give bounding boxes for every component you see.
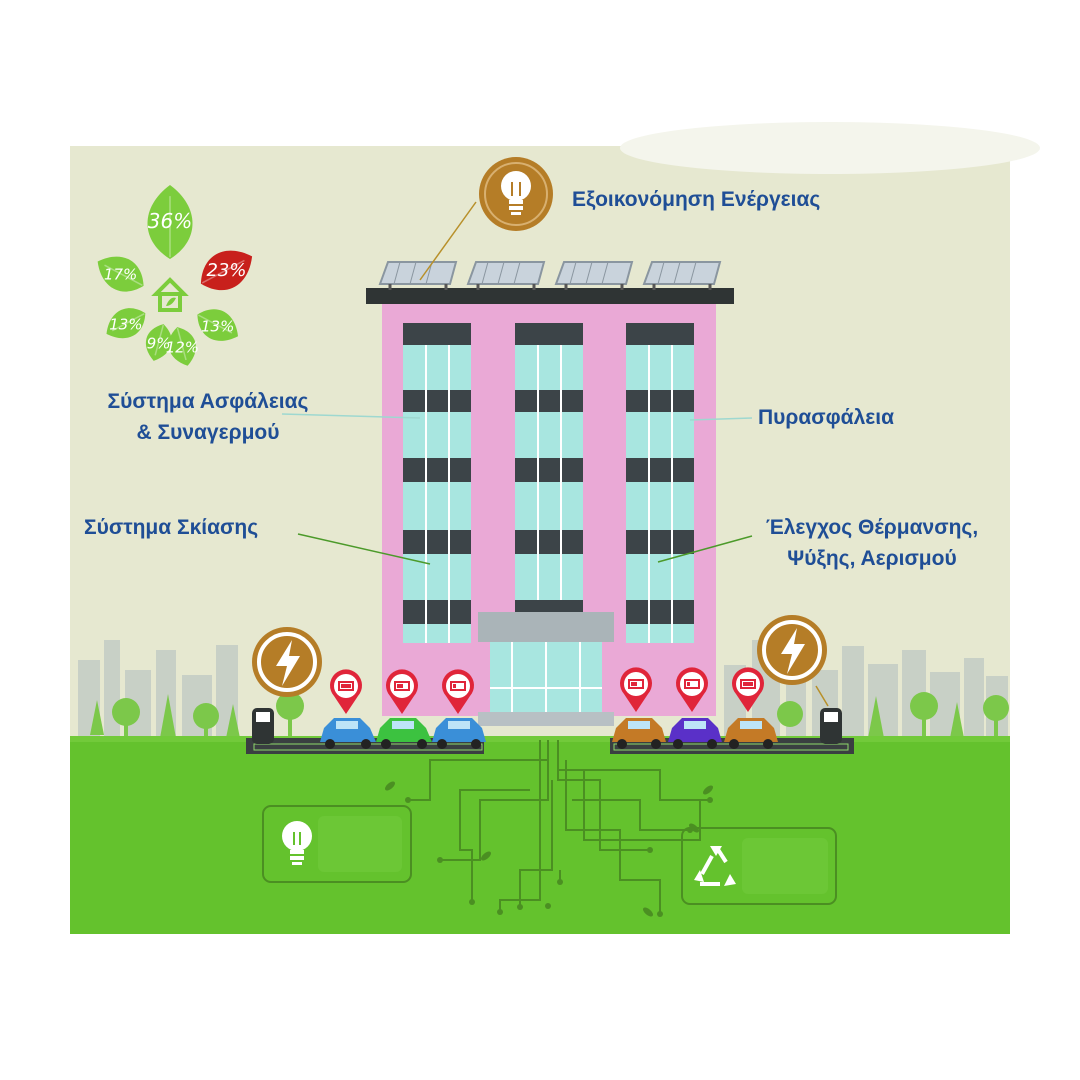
charging-station-left — [252, 708, 274, 744]
lightning-bolt-icon — [276, 640, 300, 686]
energy-leaf-shape — [168, 327, 196, 366]
energy-leaf — [106, 308, 146, 339]
energy-saving-label-text: Εξοικονόμηση Ενέργειας — [572, 188, 821, 211]
charger-badge-right — [757, 615, 829, 707]
charging-station-right — [820, 708, 842, 744]
lightbulb-icon — [501, 171, 531, 215]
energy-leaf-vein — [104, 264, 143, 286]
circuit-lines — [408, 740, 710, 912]
fire-safety-label: Πυρασφάλεια — [758, 402, 894, 433]
hvac-control-line1: Έλεγχος Θέρμανσης, — [765, 516, 979, 539]
security-system-line2: & Συναγερμού — [136, 421, 280, 444]
roof — [366, 288, 734, 304]
energy-leaf-label: 13% — [201, 317, 234, 335]
energy-leaf — [200, 250, 253, 291]
battery-pin — [442, 669, 474, 714]
energy-leaf-label: 17% — [104, 266, 137, 284]
energy-leaf-shape — [197, 309, 239, 341]
car-light-blue — [432, 718, 486, 749]
cloud — [620, 122, 1040, 174]
building — [366, 288, 734, 726]
home-icon — [151, 277, 189, 312]
recycle-icon — [694, 846, 736, 886]
floor-bands — [403, 323, 694, 624]
battery-pin — [676, 667, 708, 712]
cars — [320, 718, 778, 749]
recycle-info-box — [681, 827, 837, 905]
energy-leaf-chart: 36% 17% 23% 13% 13% 9%12% — [97, 185, 253, 366]
energy-leaf-label: 23% — [206, 260, 246, 281]
window-columns — [403, 323, 694, 643]
energy-leader-line — [419, 201, 477, 281]
energy-leaf-vein — [201, 259, 245, 284]
battery-pin — [386, 669, 418, 714]
energy-leaf-vein — [111, 313, 145, 332]
lightning-bolt-icon — [781, 628, 805, 674]
hvac-control-line2: Ψύξης, Αερισμού — [787, 547, 957, 570]
energy-badge — [419, 157, 553, 281]
battery-pin — [732, 667, 764, 712]
energy-leaf-label: 13% — [109, 316, 142, 334]
energy-saving-label: Εξοικονόμηση Ενέργειας — [572, 184, 820, 215]
energy-leaf-shape — [145, 324, 172, 361]
entrance-canopy — [478, 612, 614, 642]
shading-system-label: Σύστημα Σκίασης — [84, 512, 258, 543]
lightbulb-icon — [282, 821, 312, 865]
energy-info-box — [262, 805, 412, 883]
car-orange — [612, 718, 666, 749]
security-system-line1: Σύστημα Ασφάλειας — [107, 390, 309, 413]
energy-leaf-vein — [198, 314, 233, 334]
energy-leaf-shape — [200, 250, 253, 291]
door-frames — [490, 642, 602, 716]
leader-lines — [281, 413, 753, 565]
battery-pins — [330, 667, 764, 714]
security-system-label: Σύστημα Ασφάλειας & Συναγερμού — [82, 386, 334, 448]
car-brown — [724, 718, 778, 749]
energy-leaf-shape — [106, 308, 146, 339]
energy-leaf-label: 12% — [166, 338, 199, 356]
energy-leaf-vein — [176, 327, 187, 361]
hvac-control-label: Έλεγχος Θέρμανσης, Ψύξης, Αερισμού — [742, 512, 1002, 574]
shading-system-label-text: Σύστημα Σκίασης — [84, 516, 259, 539]
window-mullions — [425, 345, 673, 643]
energy-leaf-label: 9% — [147, 335, 171, 353]
entrance-steps — [478, 712, 614, 726]
trees — [90, 692, 1009, 738]
energy-leaf-label: 36% — [148, 209, 192, 233]
ground-edge — [70, 736, 1010, 742]
solar-panels — [378, 261, 722, 290]
energy-leaf-shape — [147, 185, 193, 259]
energy-leaf — [168, 327, 196, 366]
battery-pin — [330, 669, 362, 714]
energy-leaf — [197, 309, 239, 341]
car-green — [376, 718, 432, 749]
car-blue — [320, 718, 376, 749]
energy-leaf — [145, 324, 172, 361]
charger-badge-left — [252, 627, 322, 697]
car-purple — [668, 718, 722, 749]
energy-leaf — [97, 256, 144, 292]
energy-leaf-vein — [154, 324, 164, 356]
energy-leaf — [147, 185, 193, 259]
energy-leaf-shape — [97, 256, 144, 292]
fire-safety-label-text: Πυρασφάλεια — [758, 406, 894, 429]
battery-pin — [620, 667, 652, 712]
